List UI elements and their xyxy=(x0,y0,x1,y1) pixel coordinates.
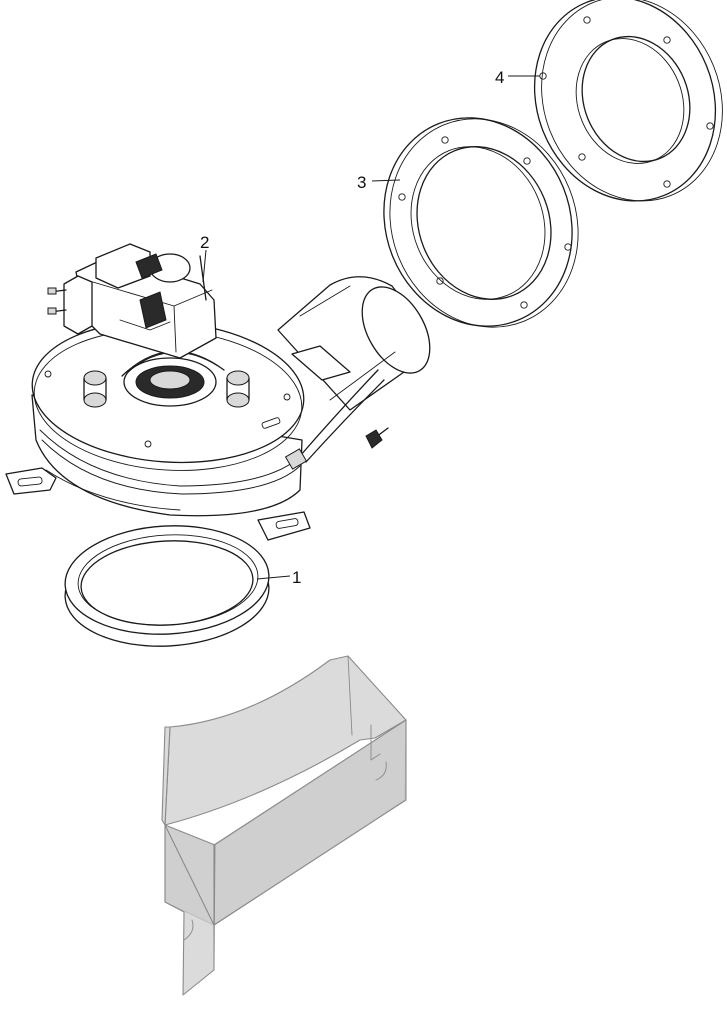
callout-4: 4 xyxy=(495,68,504,87)
mounting-tab-left xyxy=(5,467,57,495)
callout-1: 1 xyxy=(292,568,301,587)
part-4-flange-plate xyxy=(533,0,723,202)
part-3-gasket xyxy=(383,117,579,328)
part-2-blower-assembly xyxy=(5,243,431,541)
part-3-bolt-holes xyxy=(398,136,572,309)
mounting-tab-right xyxy=(257,511,311,541)
mounting-screw xyxy=(365,427,389,449)
callout-3: 3 xyxy=(357,173,366,192)
part-1-ring-gasket xyxy=(64,525,270,647)
motor-mount-grommets xyxy=(83,370,250,408)
blower-motor xyxy=(47,243,217,359)
wiring-harness xyxy=(284,345,385,470)
part-4-bolt-holes xyxy=(539,16,714,188)
leader-line-3 xyxy=(371,179,401,182)
fan-hub xyxy=(121,350,225,407)
blower-cover-shield xyxy=(161,655,407,996)
blower-outlet-duct xyxy=(277,276,431,411)
leader-line-2 xyxy=(202,249,207,283)
callout-2: 2 xyxy=(200,233,209,252)
leader-line-1 xyxy=(256,575,291,580)
